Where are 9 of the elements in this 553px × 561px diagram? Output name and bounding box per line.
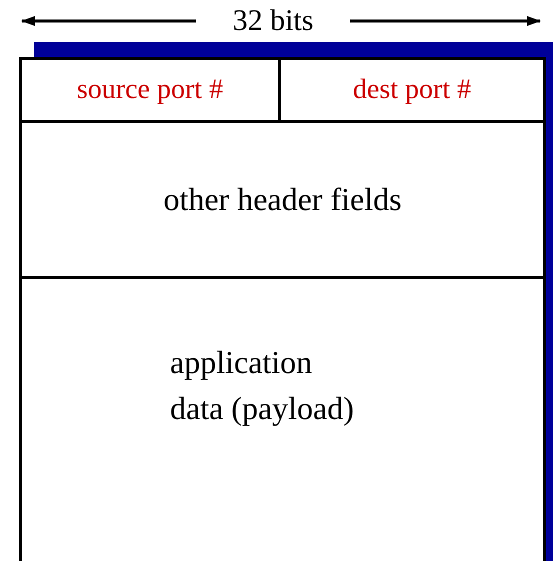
field-label: source port #: [76, 72, 224, 107]
header-field: [19, 57, 281, 123]
field-label: other header fields: [163, 180, 402, 220]
payload-label: application data (payload): [170, 343, 355, 428]
dimension-label: 32 bits: [232, 3, 314, 39]
payload-field: [19, 276, 546, 561]
header-field: [278, 57, 546, 123]
field-label: dest port #: [352, 72, 472, 107]
header-field: [19, 120, 546, 279]
